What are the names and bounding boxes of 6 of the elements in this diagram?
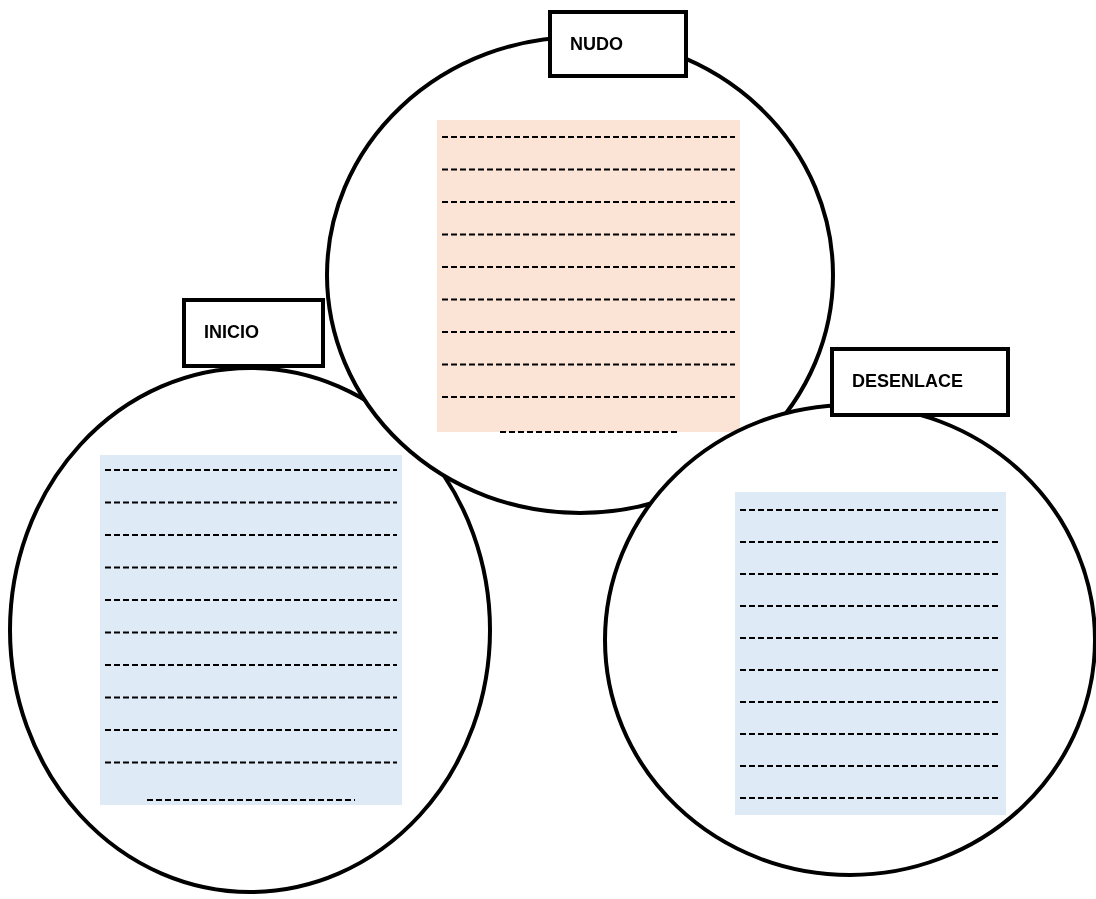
story-part-circle xyxy=(602,344,1096,878)
section-title: DESENLACE xyxy=(830,347,1010,417)
story-part-circle xyxy=(7,295,493,895)
section-title: NUDO xyxy=(548,10,688,78)
section-title: INICIO xyxy=(182,298,325,368)
story-part-circle xyxy=(324,7,836,516)
